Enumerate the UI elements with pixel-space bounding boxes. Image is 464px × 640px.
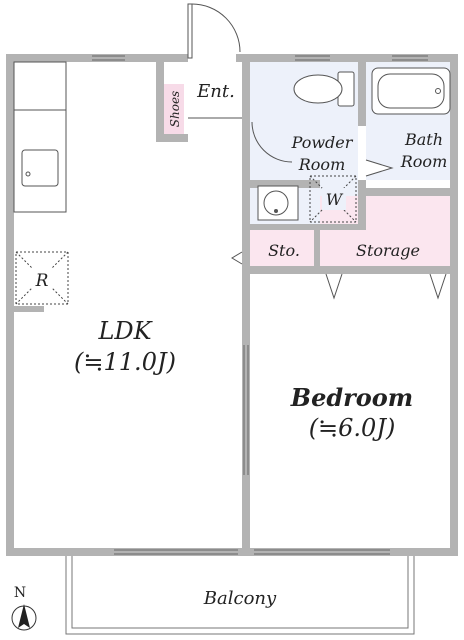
washer-label-bg	[322, 188, 346, 210]
bath-drain	[435, 88, 441, 94]
toilet-fixture	[293, 71, 355, 107]
powder-room-label-2: Room	[298, 155, 345, 174]
north-arrow-icon	[18, 604, 30, 628]
storage-doors	[231, 251, 447, 300]
bedroom-size: (≒6.0J)	[309, 414, 396, 442]
interior-walls	[14, 54, 458, 556]
compass-north: N	[14, 585, 26, 601]
bath-room-label-1: Bath	[404, 130, 443, 149]
balcony-label: Balcony	[203, 588, 277, 609]
window-marks	[92, 55, 428, 555]
shoes-label: Shoes	[168, 91, 182, 127]
storage-label: Storage	[356, 241, 420, 260]
ldk-size: (≒11.0J)	[74, 348, 176, 376]
washer-label: W	[326, 190, 344, 209]
bathtub-fixture	[371, 67, 451, 115]
kitchen-counter	[13, 61, 67, 213]
powder-door-swing	[251, 121, 293, 163]
washbasin-fixture	[257, 185, 299, 221]
outer-walls	[6, 54, 458, 556]
bedroom-label: Bedroom	[290, 383, 413, 412]
balcony-outline	[65, 556, 415, 635]
powder-room-label-1: Powder	[291, 133, 354, 152]
bath-door	[365, 159, 394, 177]
small-storage-area	[250, 230, 314, 266]
small-storage-label: Sto.	[268, 241, 300, 260]
fridge-label: R	[35, 271, 49, 291]
bath-room-label-2: Room	[400, 152, 447, 171]
ldk-label: LDK	[97, 317, 153, 345]
fridge-label-bg	[32, 268, 52, 290]
washbasin-tap	[274, 209, 278, 213]
entrance-label: Ent.	[196, 81, 235, 102]
shoe-box	[164, 84, 184, 134]
entrance-door	[187, 3, 242, 119]
